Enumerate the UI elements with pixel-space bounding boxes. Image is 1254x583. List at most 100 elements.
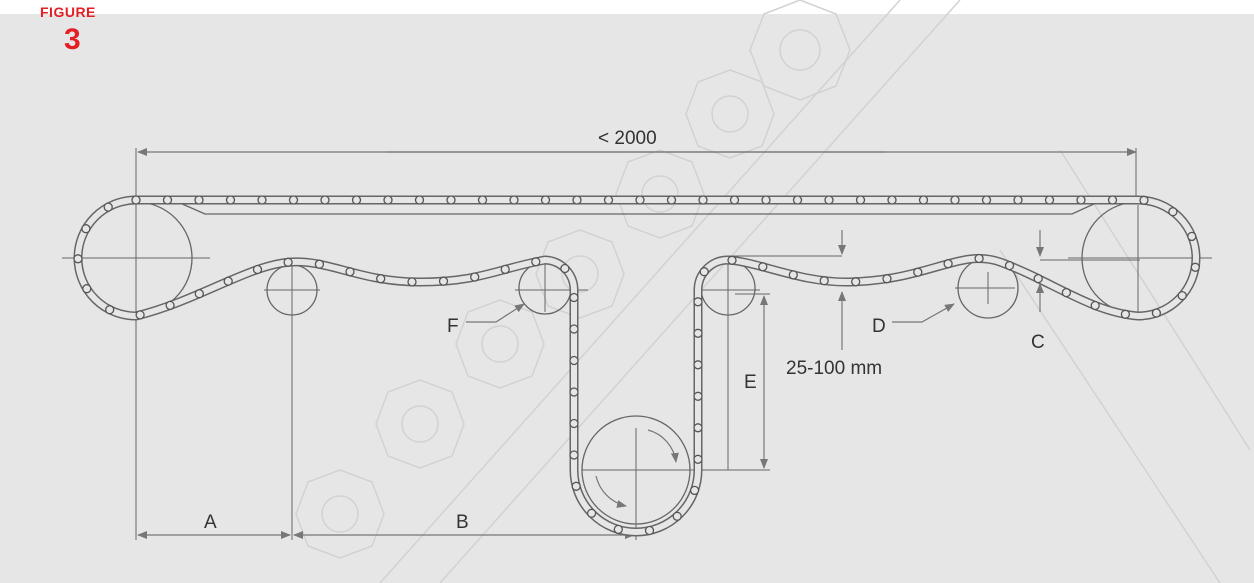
- chain-link: [225, 195, 236, 205]
- chain-link: [758, 262, 768, 272]
- chain-link: [351, 195, 362, 205]
- chain-link: [981, 195, 992, 205]
- chain-link: [819, 276, 829, 286]
- chain-link: [1004, 260, 1015, 271]
- chain-link: [194, 195, 204, 205]
- chain-link: [288, 195, 299, 205]
- chain-link: [165, 300, 175, 311]
- labels: < 2000 A B C D E F 25-100 mm: [204, 128, 1045, 533]
- guide-lines: [62, 148, 1212, 540]
- chain-link: [1044, 195, 1055, 205]
- bottom-take-up-sprocket: [581, 415, 691, 525]
- dimension-a-label: A: [204, 512, 217, 533]
- chain-link: [194, 289, 204, 299]
- chain-link: [376, 274, 386, 284]
- chain-link: [729, 195, 740, 205]
- chain-link: [1139, 195, 1149, 205]
- chain-link: [851, 277, 861, 287]
- chain-link: [693, 454, 703, 464]
- chain-link: [500, 264, 510, 275]
- chain-link: [569, 292, 579, 303]
- chain-link: [105, 305, 115, 315]
- chain-link: [103, 202, 113, 212]
- chain-link: [1013, 195, 1023, 205]
- chain-link: [81, 224, 91, 234]
- chain-link: [569, 355, 579, 366]
- chain-link: [699, 267, 709, 277]
- chain-link: [477, 195, 488, 205]
- chain-link: [135, 310, 145, 320]
- chain-link: [918, 195, 929, 205]
- chain-link: [586, 508, 597, 518]
- chain-link: [1033, 273, 1043, 284]
- chain-link: [314, 259, 325, 269]
- chain-link: [446, 195, 456, 205]
- background-chain-watermark: [295, 0, 1251, 583]
- chain-link: [572, 195, 582, 205]
- chain-link: [1177, 290, 1187, 301]
- figure-number: 3: [64, 23, 81, 56]
- chain-link: [283, 257, 293, 267]
- chain-link: [569, 324, 579, 334]
- chain-link: [1061, 287, 1072, 298]
- chain-link: [887, 195, 897, 205]
- overall-width-label: < 2000: [598, 128, 657, 149]
- header-bar: [0, 0, 1254, 14]
- chain-link: [672, 511, 682, 521]
- chain-link: [788, 270, 798, 280]
- chain-link: [693, 391, 703, 401]
- chain-link: [223, 276, 233, 286]
- chain-link: [792, 195, 803, 205]
- chain-link: [252, 264, 263, 275]
- chain-link: [345, 267, 355, 277]
- chain-link: [1107, 195, 1118, 205]
- chain-link: [560, 263, 570, 274]
- chain-link: [531, 257, 541, 267]
- chain-link: [569, 418, 579, 429]
- chain-link: [882, 274, 892, 284]
- dimension-f-label: F: [447, 316, 459, 337]
- chain-link: [613, 524, 623, 535]
- chain-link: [974, 253, 984, 264]
- chain-link: [383, 195, 393, 205]
- chain-link: [1076, 195, 1086, 205]
- chain-link: [407, 277, 417, 287]
- conveyor-chain: [73, 195, 1201, 537]
- chain-link: [644, 525, 655, 536]
- chain-link: [824, 195, 834, 205]
- chain-link: [635, 195, 645, 205]
- chain-link: [689, 485, 700, 496]
- chain-link: [509, 195, 519, 205]
- chain-link: [693, 297, 703, 307]
- dimension-d-leader: [892, 303, 955, 323]
- chain-link: [913, 267, 923, 277]
- chain-link: [693, 360, 703, 370]
- chain-link: [1151, 308, 1162, 318]
- chain-link: [666, 195, 677, 205]
- dimension-f-leader: [466, 303, 525, 323]
- chain-link: [162, 195, 173, 205]
- chain-link: [1190, 262, 1200, 272]
- guide-rail: [179, 202, 1097, 215]
- chain-link: [761, 195, 771, 205]
- rotation-arrow-lower: [595, 475, 627, 508]
- chain-link: [1168, 207, 1178, 217]
- chain-link: [470, 272, 480, 282]
- chain-link: [82, 284, 92, 294]
- rotation-arrow-upper: [647, 429, 679, 463]
- sag-label: 25-100 mm: [786, 358, 882, 379]
- chain-link: [943, 259, 953, 269]
- chain-link: [131, 195, 141, 205]
- chain-link: [569, 450, 579, 460]
- chain-link: [950, 195, 960, 205]
- rotation-arrows: [595, 429, 679, 508]
- chain-link: [571, 481, 581, 491]
- chain-link: [414, 195, 425, 205]
- dimension-c-label: C: [1031, 332, 1045, 353]
- chain-link: [1120, 309, 1131, 319]
- chain-link: [438, 276, 449, 286]
- dimension-e-label: E: [744, 372, 757, 393]
- dimension-d-label: D: [872, 316, 886, 337]
